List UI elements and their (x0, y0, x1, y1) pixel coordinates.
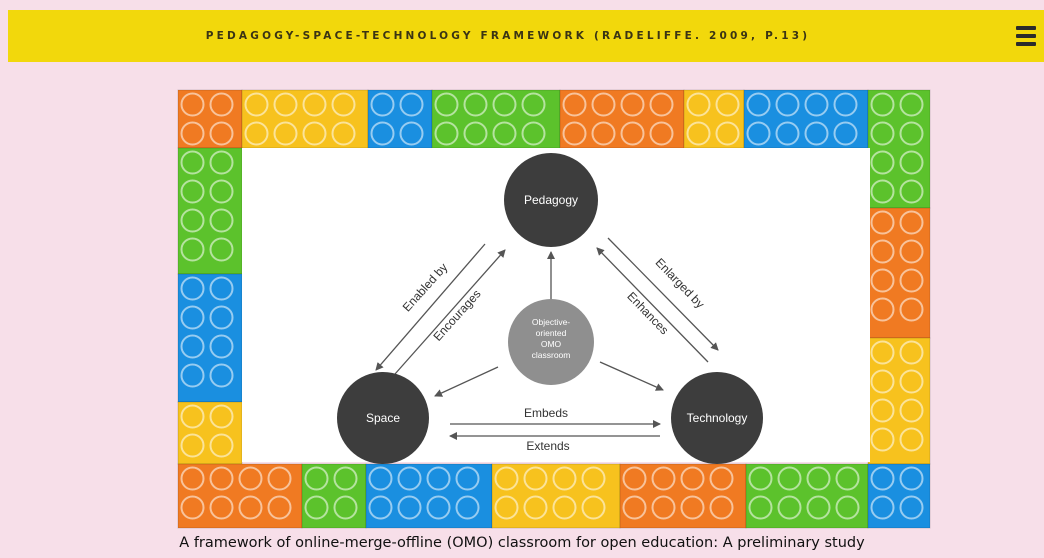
lego-brick (867, 463, 931, 529)
lego-brick (745, 463, 869, 529)
lego-brick (177, 273, 243, 403)
lego-brick (431, 89, 561, 149)
arrow-center-to-technology (599, 361, 664, 391)
hamburger-menu-icon[interactable] (1016, 24, 1038, 48)
page-title: PEDAGOGY-SPACE-TECHNOLOGY FRAMEWORK (RAD… (205, 30, 811, 42)
arrow-enlarged-by (607, 237, 719, 351)
arrow-encourages (394, 249, 506, 375)
node-technology: Technology (671, 372, 763, 464)
label-extends: Extends (526, 439, 569, 453)
lego-brick (559, 89, 685, 149)
node-center-label: oriented (536, 328, 567, 338)
lego-brick (177, 463, 303, 529)
lego-brick (743, 89, 869, 149)
node-center-label: OMO (541, 339, 562, 349)
lego-brick (177, 401, 243, 465)
node-center-label: classroom (532, 350, 571, 360)
lego-brick (867, 337, 931, 465)
caption: A framework of online-merge-offline (OMO… (179, 535, 865, 551)
label-embeds: Embeds (524, 406, 568, 420)
arrow-center-to-space (434, 366, 499, 397)
lego-brick (491, 463, 621, 529)
lego-brick (867, 207, 931, 339)
title-bar: PEDAGOGY-SPACE-TECHNOLOGY FRAMEWORK (RAD… (8, 10, 1044, 62)
lego-brick (301, 463, 367, 529)
lego-brick (367, 89, 433, 149)
node-pedagogy: Pedagogy (504, 153, 598, 247)
node-space-label: Space (366, 411, 400, 425)
node-space: Space (337, 372, 429, 464)
arrow-enabled-by (375, 243, 486, 371)
lego-brick (619, 463, 747, 529)
node-pedagogy-label: Pedagogy (524, 193, 578, 207)
lego-brick (177, 89, 243, 149)
lego-brick (177, 147, 243, 275)
lego-brick (365, 463, 493, 529)
lego-brick-frame (177, 89, 931, 529)
lego-brick (683, 89, 745, 149)
lego-brick (867, 89, 931, 209)
node-technology-label: Technology (687, 411, 748, 425)
lego-brick (241, 89, 369, 149)
arrow-enhances (596, 247, 709, 363)
node-center-label: Objective- (532, 317, 570, 327)
